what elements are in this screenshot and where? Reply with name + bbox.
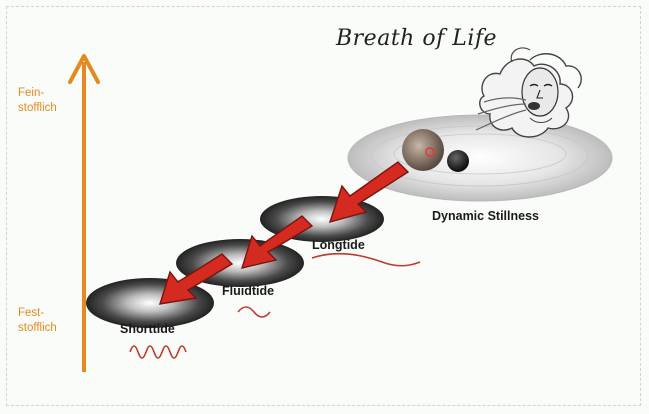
shorttide-label: Shorttide <box>120 322 175 336</box>
wind-god-face-icon <box>476 48 581 137</box>
axis-bottom-label: Fest- stofflich <box>18 306 57 336</box>
diagram-title: Breath of Life <box>336 26 497 51</box>
fluidtide-wave <box>238 307 270 317</box>
longtide-wave <box>312 254 420 266</box>
fluidtide-label: Fluidtide <box>222 284 274 298</box>
dynamic-stillness-label: Dynamic Stillness <box>432 209 539 223</box>
shorttide-wave <box>130 346 186 358</box>
planet-icon <box>402 129 444 171</box>
vertical-axis <box>70 56 98 372</box>
axis-top-label: Fein- stofflich <box>18 86 57 116</box>
moon-icon <box>447 150 469 172</box>
longtide-label: Longtide <box>312 238 365 252</box>
